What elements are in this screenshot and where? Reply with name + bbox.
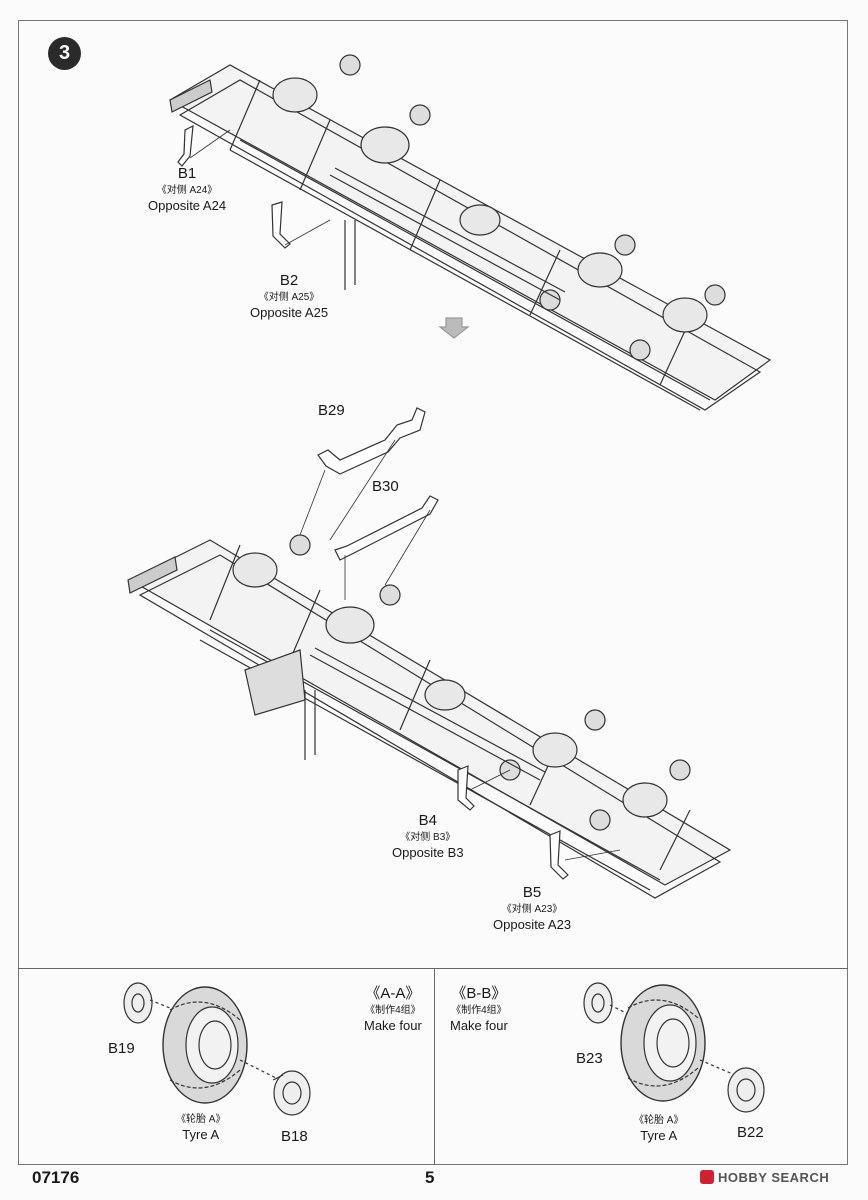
part-code: B29 bbox=[318, 402, 345, 419]
lower-chassis bbox=[127, 407, 732, 899]
part-code: B1 bbox=[177, 165, 197, 182]
page-frame bbox=[18, 20, 848, 1165]
page-number: 5 bbox=[425, 1168, 435, 1187]
section-note-en: Make four bbox=[450, 1018, 508, 1033]
label-b29: B29 bbox=[318, 402, 345, 420]
part-code: B19 bbox=[108, 1040, 135, 1057]
part-note-en: Opposite B3 bbox=[392, 845, 464, 860]
part-code: B4 bbox=[418, 812, 437, 829]
label-b19: B19 bbox=[108, 1040, 135, 1058]
label-b18: B18 bbox=[281, 1128, 308, 1146]
label-tyre-a-right: 《轮胎 A》 Tyre A bbox=[634, 1113, 683, 1143]
part-note-cn: 《对侧 A24》 bbox=[156, 185, 218, 196]
tyre-note-en: Tyre A bbox=[640, 1128, 678, 1143]
step-number-badge: 3 bbox=[48, 37, 81, 70]
tyre-note-cn: 《轮胎 A》 bbox=[176, 1114, 226, 1125]
wheel-detail-aa bbox=[123, 982, 311, 1116]
part-note-en: Opposite A25 bbox=[250, 305, 329, 320]
section-aa-header: 《A-A》 《制作4组》 Make four bbox=[364, 985, 422, 1033]
wheel-detail-bb bbox=[583, 982, 765, 1113]
section-title: 《B-B》 bbox=[451, 985, 507, 1002]
upper-chassis bbox=[168, 54, 772, 411]
watermark: HOBBY SEARCH bbox=[700, 1170, 829, 1185]
product-code: 07176 bbox=[32, 1168, 80, 1187]
tyre-note-en: Tyre A bbox=[182, 1127, 220, 1142]
section-bb-header: 《B-B》 《制作4组》 Make four bbox=[450, 985, 508, 1033]
part-note-en: Opposite A24 bbox=[148, 198, 227, 213]
label-b2: B2 《对侧 A25》 Opposite A25 bbox=[250, 272, 328, 320]
watermark-logo-icon bbox=[700, 1170, 714, 1184]
tyre-note-cn: 《轮胎 A》 bbox=[634, 1115, 684, 1126]
section-note-cn: 《制作4组》 bbox=[451, 1005, 507, 1016]
flow-arrow bbox=[438, 317, 470, 339]
watermark-text: HOBBY SEARCH bbox=[718, 1170, 830, 1185]
section-divider-vertical bbox=[434, 968, 435, 1165]
label-tyre-a-left: 《轮胎 A》 Tyre A bbox=[176, 1112, 225, 1142]
part-code: B2 bbox=[279, 272, 299, 289]
label-b1: B1 《对侧 A24》 Opposite A24 bbox=[148, 165, 226, 213]
part-code: B18 bbox=[281, 1128, 308, 1145]
label-b22: B22 bbox=[737, 1124, 764, 1142]
section-note-en: Make four bbox=[364, 1018, 422, 1033]
part-note-cn: 《对侧 A25》 bbox=[258, 292, 320, 303]
part-code: B23 bbox=[576, 1050, 603, 1067]
label-b23: B23 bbox=[576, 1050, 603, 1068]
part-note-cn: 《对侧 A23》 bbox=[501, 904, 563, 915]
section-title: 《A-A》 bbox=[365, 985, 421, 1002]
label-b5: B5 《对侧 A23》 Opposite A23 bbox=[493, 884, 571, 932]
section-note-cn: 《制作4组》 bbox=[365, 1005, 421, 1016]
section-divider-horizontal bbox=[18, 968, 848, 969]
label-b30: B30 bbox=[372, 478, 399, 496]
part-note-cn: 《对侧 B3》 bbox=[400, 832, 456, 843]
part-code: B22 bbox=[737, 1124, 764, 1141]
part-note-en: Opposite A23 bbox=[493, 917, 572, 932]
label-b4: B4 《对侧 B3》 Opposite B3 bbox=[392, 812, 464, 860]
part-code: B5 bbox=[522, 884, 542, 901]
part-code: B30 bbox=[372, 478, 399, 495]
